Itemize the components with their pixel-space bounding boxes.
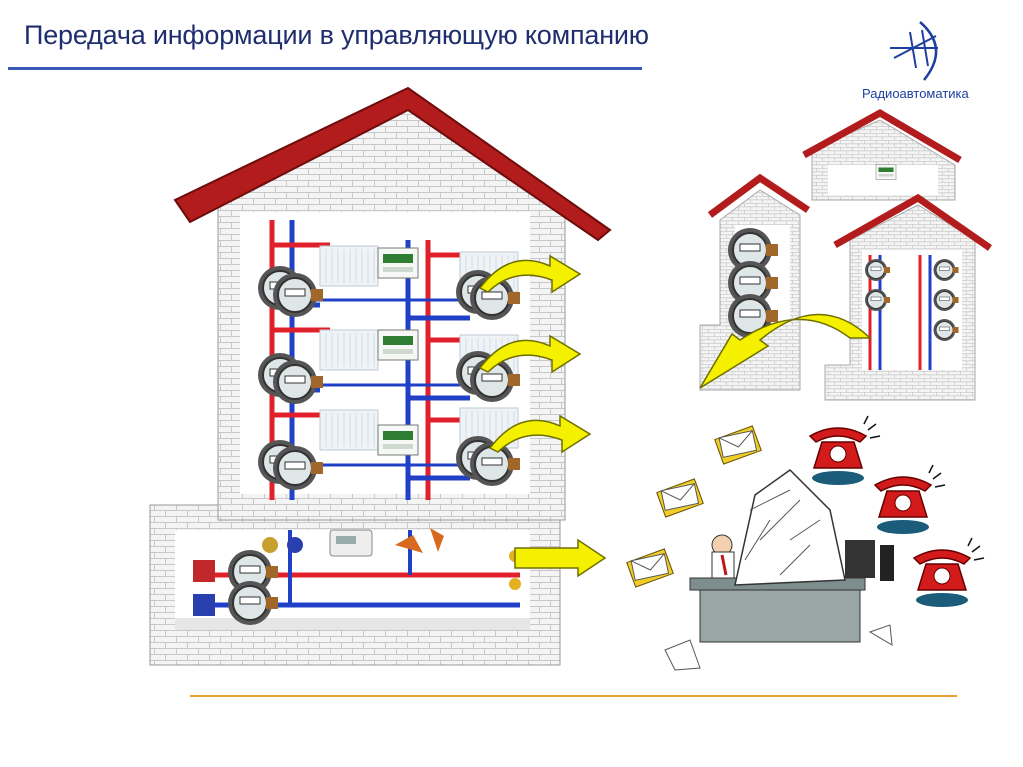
office-clerk	[664, 469, 894, 671]
radioavtomatika-logo-icon	[890, 21, 938, 81]
envelope-icon	[656, 478, 704, 518]
telephone-icon	[874, 464, 946, 535]
telephone-icon	[913, 537, 985, 608]
arrow-basement	[514, 538, 607, 578]
transfer-arrows	[479, 255, 872, 578]
envelope-icon	[626, 548, 674, 588]
page-title: Передача информации в управляющую компан…	[24, 20, 649, 50]
arrow-houses-to-office	[699, 313, 872, 389]
small-houses	[699, 108, 992, 401]
title-underline	[8, 67, 642, 70]
roof	[173, 86, 612, 242]
envelope-icon	[714, 425, 762, 465]
brand-name: Радиоавтоматика	[862, 86, 969, 101]
main-house	[149, 86, 612, 666]
footer-line	[190, 695, 957, 697]
telephone-icon	[809, 415, 881, 486]
